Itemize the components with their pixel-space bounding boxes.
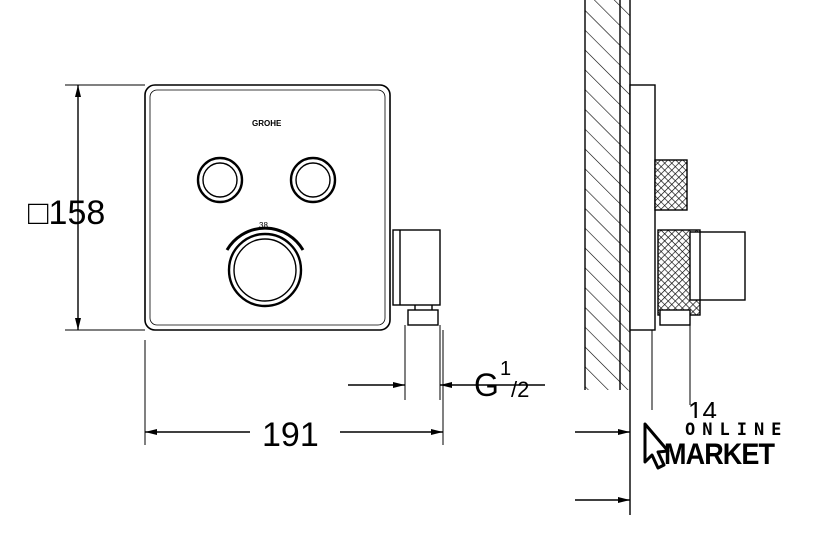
button-right — [289, 156, 337, 204]
thread-denominator: /2 — [511, 377, 529, 402]
thread-numerator: 1 — [500, 358, 511, 380]
thermostat-knob — [225, 226, 305, 308]
wall-outlet-front — [392, 229, 441, 326]
thread-label: G — [474, 367, 499, 403]
side-plate — [629, 84, 656, 331]
height-dimension-label: □158 — [28, 194, 105, 232]
temperature-mark: 38 — [259, 221, 268, 230]
watermark-line1: ONLINE — [685, 420, 789, 440]
brand-logo: GROHE — [252, 119, 282, 128]
front-plate — [144, 84, 391, 331]
width-dimension-label: 191 — [262, 416, 319, 454]
watermark-line2: MARKET — [664, 438, 775, 471]
watermark-logo: ONLINE MARKET — [640, 418, 805, 478]
side-button-knurl — [654, 159, 688, 211]
wall-section — [585, 0, 630, 390]
cursor-icon — [643, 422, 670, 470]
button-left — [196, 156, 244, 204]
